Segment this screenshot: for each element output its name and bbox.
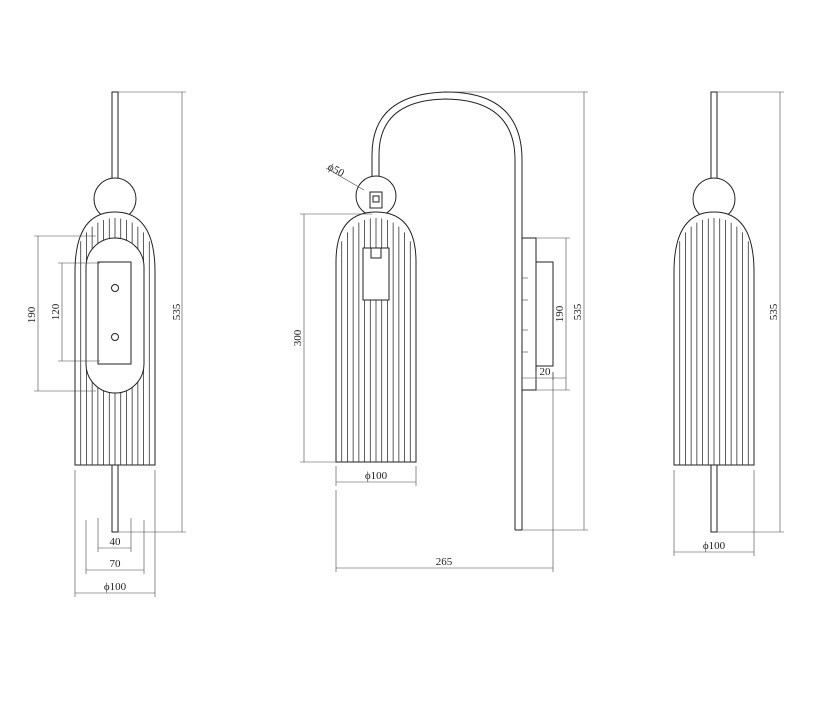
back-view-rod-lower <box>111 464 119 533</box>
side-dim-190: 190 <box>536 237 570 391</box>
back-dim-190-label: 190 <box>26 306 38 323</box>
side-view: ϕ50 300 ϕ100 190 535 <box>292 91 588 572</box>
side-dim-50-label: ϕ50 <box>326 161 347 180</box>
side-dim-265-label: 265 <box>436 556 453 568</box>
side-dim-265: 265 <box>335 372 554 572</box>
side-dim-50: ϕ50 <box>326 161 365 191</box>
side-dim-20-label: 20 <box>540 366 552 378</box>
back-dim-100: ϕ100 <box>74 470 156 597</box>
side-view-bracket <box>535 261 554 367</box>
side-dim-300-label: 300 <box>292 329 304 346</box>
front-dim-535-label: 535 <box>768 303 780 320</box>
side-dim-190-label: 190 <box>554 305 566 322</box>
side-dim-100: ϕ100 <box>335 466 417 486</box>
side-dim-535-label: 535 <box>572 303 584 320</box>
side-dim-300: 300 <box>292 213 372 463</box>
front-dim-535: 535 <box>717 91 784 533</box>
back-dim-40-label: 40 <box>110 536 122 548</box>
side-view-wall-plate <box>521 237 537 391</box>
back-dim-535: 535 <box>118 91 186 533</box>
side-dim-535: 535 <box>446 91 588 531</box>
side-view-arm-inner <box>378 98 516 530</box>
back-dim-100-label: ϕ100 <box>104 581 127 593</box>
front-dim-100: ϕ100 <box>673 470 755 556</box>
front-view-shade-ribs <box>679 218 749 465</box>
front-dim-100-label: ϕ100 <box>703 540 726 552</box>
back-view: 190 120 535 40 70 <box>26 91 186 597</box>
back-dim-190: 190 <box>26 235 96 392</box>
front-view-rod-lower <box>710 464 718 533</box>
back-dim-535-label: 535 <box>171 303 183 320</box>
back-view-screw-hole-top <box>111 284 119 292</box>
back-dim-40: 40 <box>97 518 132 552</box>
back-view-screw-hole-bottom <box>111 333 119 341</box>
back-dim-70: 70 <box>85 520 145 574</box>
side-dim-100-label: ϕ100 <box>365 470 388 482</box>
back-dim-120: 120 <box>50 262 100 362</box>
front-view: 535 ϕ100 <box>673 91 784 556</box>
back-view-mounting-bracket <box>97 261 132 365</box>
side-view-shade-ribs <box>341 218 411 462</box>
back-dim-120-label: 120 <box>50 303 62 320</box>
back-dim-70-label: 70 <box>110 558 122 570</box>
